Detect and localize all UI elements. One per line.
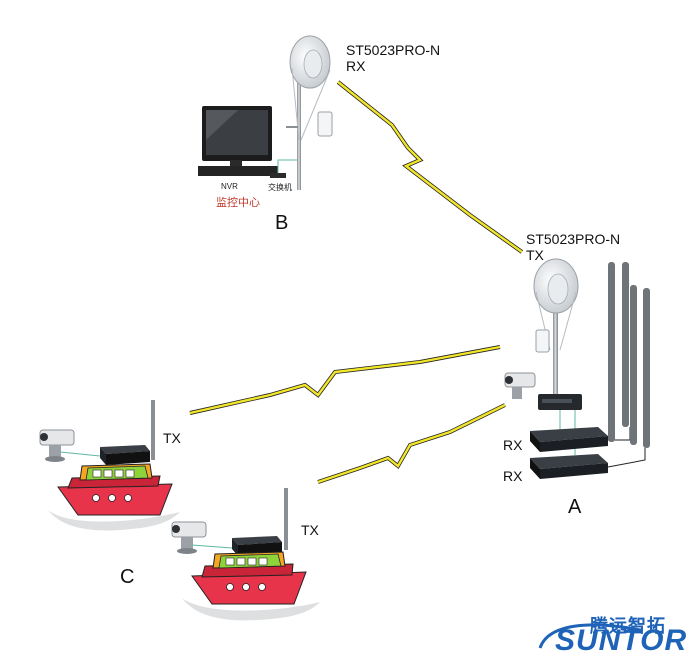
receiver-1-label: RX [503, 437, 523, 453]
nvr-label: NVR [221, 182, 238, 191]
monitor-center-label: 监控中心 [216, 197, 260, 209]
brand-name-cn: 腾远智拓 [590, 616, 666, 636]
dish-antenna-icon [533, 258, 579, 397]
boat-icon [48, 463, 180, 531]
lightning-link-icon [317, 403, 506, 484]
switch-icon [270, 173, 286, 178]
boat-2-tx-label: TX [301, 522, 319, 538]
omni-antenna-icon [284, 488, 288, 550]
ptz-camera-icon [39, 429, 75, 462]
station-b-role-label: RX [346, 58, 366, 74]
omni-antenna-icon [608, 262, 650, 448]
receiver-icon [530, 427, 608, 452]
station-b-model-label: ST5023PRO-N [346, 42, 441, 58]
brand-logo-swoosh [538, 623, 641, 649]
station-a-role-label: TX [526, 247, 544, 263]
lightning-link-icon [336, 80, 524, 254]
receiver-icon [530, 454, 608, 479]
ptz-camera-icon [171, 521, 207, 554]
ptz-camera-icon [504, 372, 536, 399]
monitor-icon [198, 106, 278, 176]
lightning-link-icon [189, 345, 501, 415]
omni-antenna-icon [151, 400, 155, 460]
station-a-model-label: ST5023PRO-N [526, 231, 621, 247]
station-a-letter: A [568, 496, 582, 518]
switch-label: 交换机 [268, 183, 292, 192]
boat-icon [182, 551, 320, 621]
switch-icon [538, 394, 582, 410]
receiver-2-label: RX [503, 468, 523, 484]
dish-antenna-icon [286, 35, 333, 190]
transmitter-icon [100, 445, 150, 465]
station-c-letter: C [120, 566, 135, 588]
station-b-letter: B [275, 212, 289, 234]
brand-name-en: SUNTOR [555, 624, 688, 657]
boat-1-tx-label: TX [163, 430, 181, 446]
